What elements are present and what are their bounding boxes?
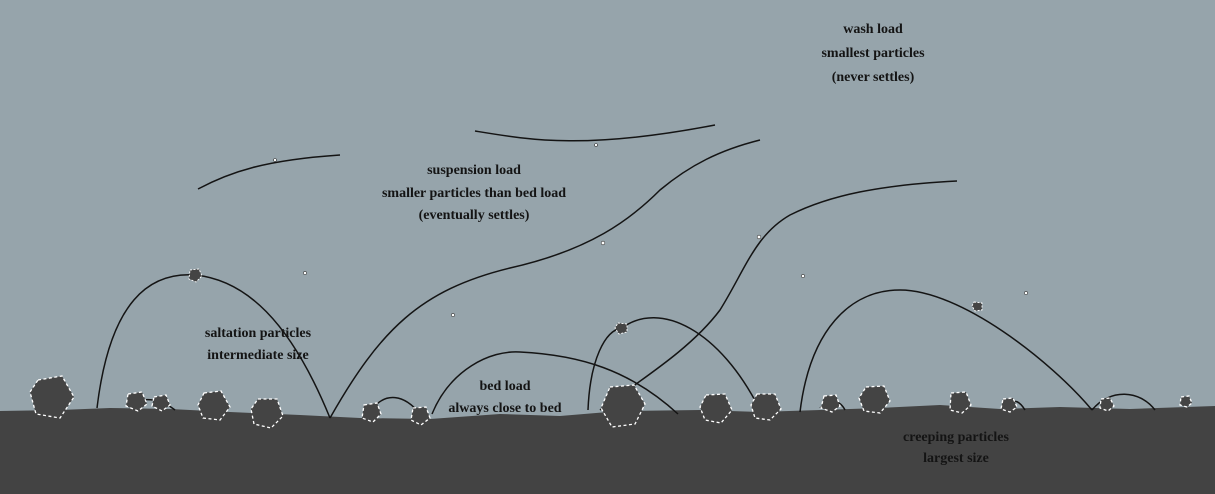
suspension-load-paths: [303, 139, 1028, 419]
bed-particle: [410, 406, 431, 426]
bed-load-line2: always close to bed: [448, 401, 561, 416]
wash-load-title: wash load: [843, 22, 903, 37]
suspension-load-title: suspension load: [427, 163, 521, 178]
bed-particle: [1179, 395, 1193, 408]
saltating-particle: [188, 268, 203, 283]
creeping-title: creeping particles: [903, 430, 1009, 445]
bed-hop-3: [1091, 393, 1156, 411]
label-bed-load: bed load always close to bed: [448, 379, 561, 416]
suspension-particle: [451, 313, 455, 317]
bed-particle: [858, 385, 891, 414]
bed-particle: [151, 394, 171, 412]
bed-particles: [29, 375, 1193, 429]
saltation-title: saltation particles: [205, 326, 312, 341]
bed-particle: [699, 393, 733, 424]
label-wash-load: wash load smallest particles (never sett…: [821, 22, 925, 85]
suspension-load-line3: (eventually settles): [419, 208, 530, 223]
bed-particle: [1099, 397, 1115, 412]
saltation-line2: intermediate size: [207, 348, 308, 363]
label-suspension-load: suspension load smaller particles than b…: [382, 163, 566, 223]
bed-particle: [949, 391, 972, 414]
saltation-path-4: [799, 289, 1093, 413]
suspension-particle: [801, 274, 805, 278]
wash-path-1: [197, 154, 341, 190]
bed-particle: [125, 391, 148, 412]
creeping-particle: [29, 375, 75, 419]
wash-path-2: [474, 124, 716, 142]
saltating-particle: [614, 322, 628, 335]
river-bed: [0, 405, 1215, 494]
wash-load-line2: smallest particles: [821, 46, 925, 61]
label-saltation: saltation particles intermediate size: [205, 326, 312, 363]
suspension-path-2: [599, 180, 958, 411]
saltation-path-5: [431, 351, 679, 415]
wash-particle: [273, 158, 277, 162]
bed-load-title: bed load: [480, 379, 531, 394]
suspension-particle: [756, 234, 762, 240]
bed-particle: [361, 402, 382, 423]
wash-particle: [594, 143, 598, 147]
bed-particle: [250, 398, 284, 429]
suspension-load-line2: smaller particles than bed load: [382, 186, 566, 201]
creeping-line2: largest size: [923, 451, 989, 466]
bed-particle: [820, 394, 841, 413]
wash-load-paths: [197, 124, 716, 190]
suspension-particle: [303, 271, 307, 275]
suspension-particle: [600, 240, 606, 246]
bed-particle: [750, 393, 782, 421]
saltation-path-3: [621, 317, 761, 411]
wash-load-line3: (never settles): [832, 70, 915, 85]
suspension-path-1: [329, 139, 761, 419]
saltating-particle: [971, 301, 983, 312]
bed-particle: [1000, 397, 1018, 413]
suspension-particle: [1024, 291, 1028, 295]
label-creeping: creeping particles largest size: [903, 430, 1009, 466]
creeping-particle: [600, 384, 646, 428]
saltation-paths: [96, 268, 1093, 419]
bed-particle: [197, 390, 231, 421]
